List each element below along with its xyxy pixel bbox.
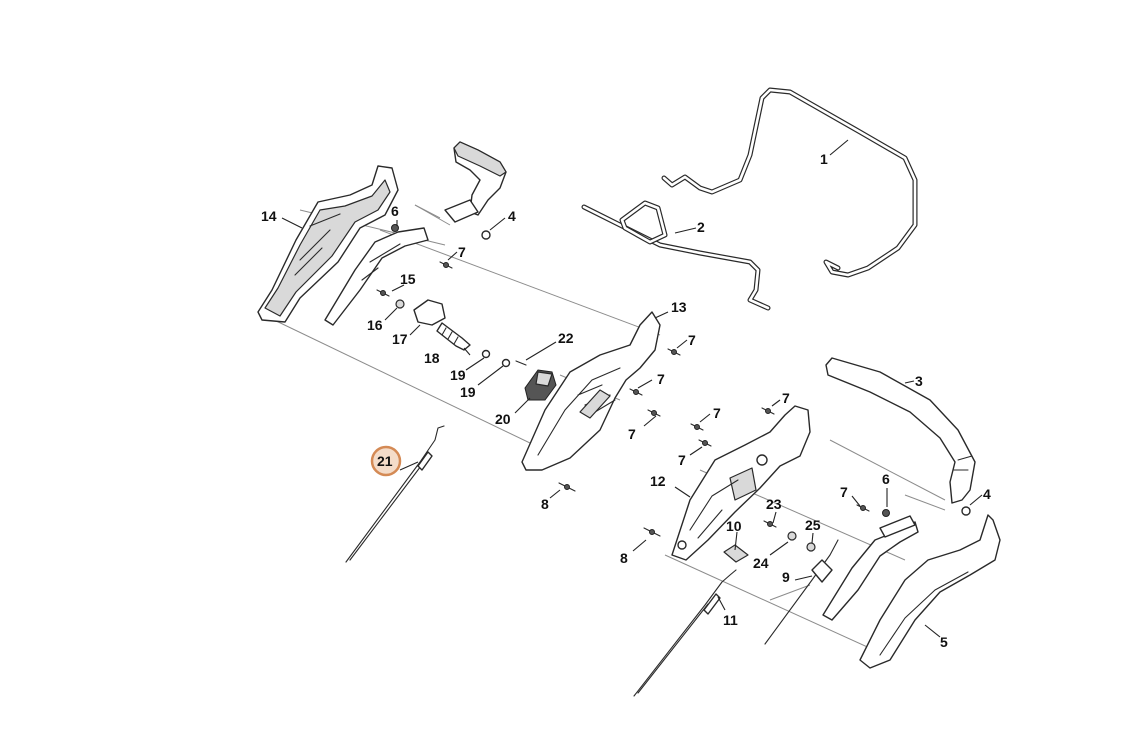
label-part-13: 13	[671, 299, 687, 315]
label-part-16: 16	[367, 317, 383, 333]
label-part-7: 7	[628, 426, 636, 442]
part-3-lower-handle-tube[interactable]	[825, 357, 976, 504]
label-part-7: 7	[713, 405, 721, 421]
part-20-clip-block[interactable]	[524, 369, 557, 401]
label-part-3: 3	[915, 373, 923, 389]
part-1-upper-handle[interactable]	[661, 87, 918, 278]
highlight-ring	[370, 445, 402, 477]
label-part-19: 19	[460, 384, 476, 400]
label-part-22: 22	[558, 330, 574, 346]
part-9-cable[interactable]	[764, 539, 839, 645]
label-part-7: 7	[458, 244, 466, 260]
label-part-15: 15	[400, 271, 416, 287]
part-18-threaded-bolt[interactable]	[436, 322, 471, 351]
part-17-knob[interactable]	[413, 299, 446, 326]
label-part-10: 10	[726, 518, 742, 534]
label-part-20: 20	[495, 411, 511, 427]
callout-labels: 1 2 3 4 4 5 6 6 7 7 7 7 7 7 7 7 8 8 9 10…	[261, 151, 991, 650]
label-part-24: 24	[753, 555, 769, 571]
part-12-right-cover[interactable]	[671, 405, 811, 561]
label-part-12: 12	[650, 473, 666, 489]
label-part-19: 19	[450, 367, 466, 383]
label-part-4: 4	[508, 208, 516, 224]
label-part-11: 11	[723, 612, 738, 628]
part-10-spring-clip[interactable]	[723, 544, 749, 563]
label-part-21: 21	[377, 453, 393, 469]
part-5-right-side-panel[interactable]	[859, 514, 1001, 669]
label-part-7: 7	[782, 390, 790, 406]
upper-grip-tube	[444, 141, 507, 223]
part-2-control-bar[interactable]	[581, 200, 771, 311]
label-part-7: 7	[678, 452, 686, 468]
label-part-23: 23	[766, 496, 782, 512]
label-part-1: 1	[820, 151, 828, 167]
label-part-8: 8	[541, 496, 549, 512]
part-21-cable[interactable]	[345, 425, 445, 563]
label-part-6: 6	[391, 203, 399, 219]
label-part-2: 2	[697, 219, 705, 235]
label-part-7: 7	[840, 484, 848, 500]
part-13-center-cover[interactable]	[521, 311, 661, 471]
label-part-9: 9	[782, 569, 790, 585]
label-part-17: 17	[392, 331, 408, 347]
leader-lines	[281, 139, 983, 638]
label-part-5: 5	[940, 634, 948, 650]
label-part-6: 6	[882, 471, 890, 487]
part-11-cable[interactable]	[633, 569, 737, 697]
label-part-4: 4	[983, 486, 991, 502]
left-inner-bracket	[324, 227, 429, 326]
part-14-left-cover[interactable]	[257, 165, 399, 323]
right-inner-bracket	[822, 515, 919, 621]
label-part-14: 14	[261, 208, 277, 224]
label-part-8: 8	[620, 550, 628, 566]
label-part-25: 25	[805, 517, 821, 533]
label-part-7: 7	[688, 332, 696, 348]
hardware-screws	[376, 224, 971, 552]
label-part-7: 7	[657, 371, 665, 387]
label-part-18: 18	[424, 350, 440, 366]
